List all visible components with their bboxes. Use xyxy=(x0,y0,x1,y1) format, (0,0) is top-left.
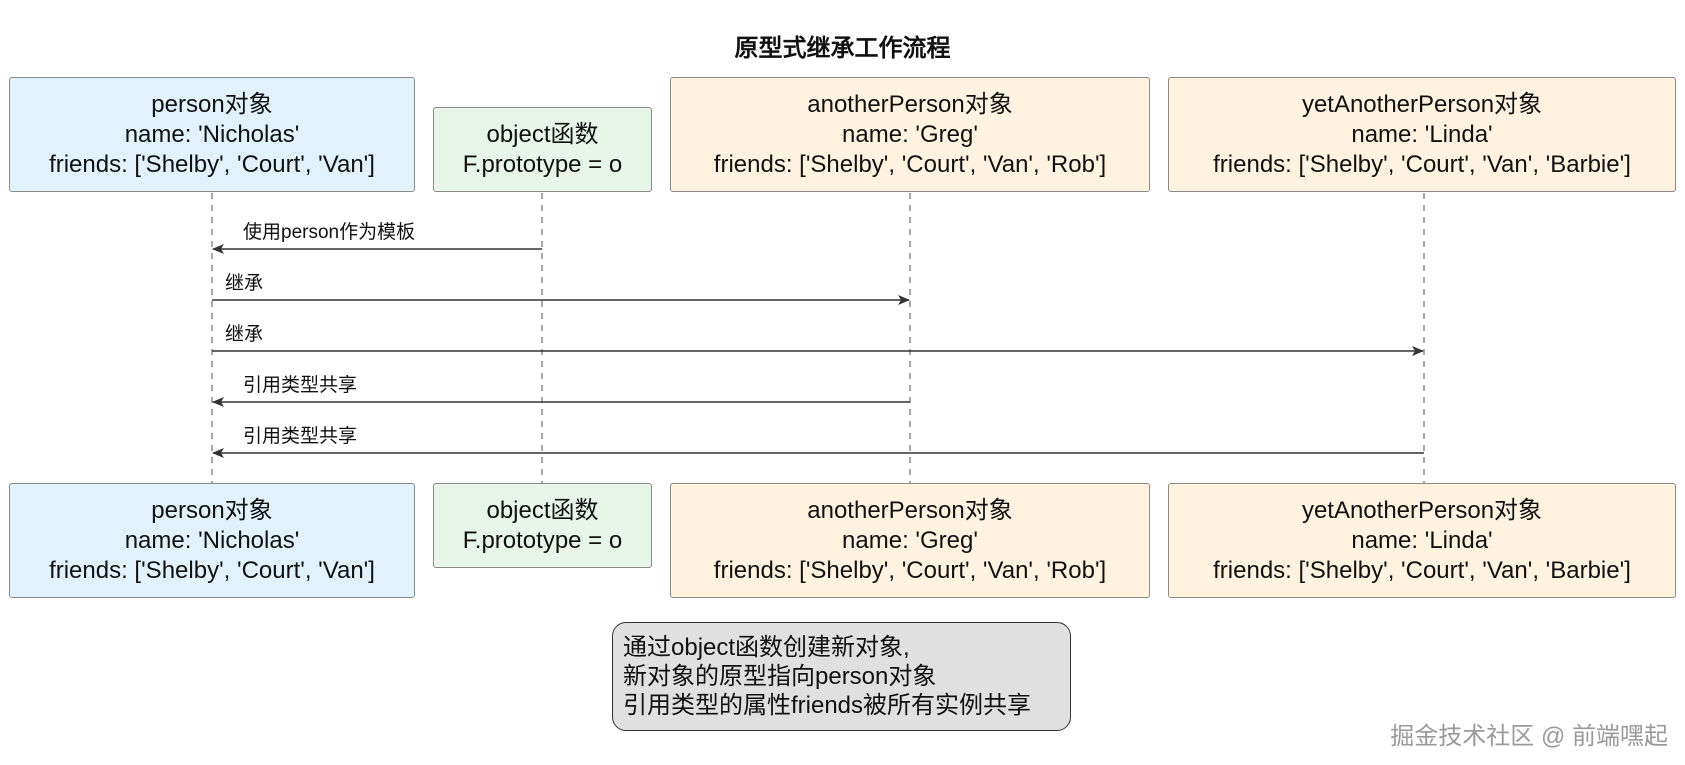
participant-person-bottom: person对象 name: 'Nicholas' friends: ['She… xyxy=(9,483,415,598)
participant-title: yetAnotherPerson对象 xyxy=(1301,496,1543,524)
participant-another-top: anotherPerson对象 name: 'Greg' friends: ['… xyxy=(670,77,1150,192)
diagram-title: 原型式继承工作流程 xyxy=(734,35,951,62)
note-box: 通过object函数创建新对象, 新对象的原型指向person对象 引用类型的属… xyxy=(612,622,1071,731)
participant-title: person对象 xyxy=(151,90,273,118)
message-label-2: 继承 xyxy=(225,273,264,294)
note-line: 通过object函数创建新对象, xyxy=(623,634,910,661)
message-label-1: 使用person作为模板 xyxy=(243,222,416,243)
message-label-5: 引用类型共享 xyxy=(243,426,358,447)
participant-line: name: 'Nicholas' xyxy=(124,120,300,148)
participant-line: friends: ['Shelby', 'Court', 'Van', 'Bar… xyxy=(1213,556,1631,584)
participant-title: object函数 xyxy=(486,120,599,148)
participant-person-top: person对象 name: 'Nicholas' friends: ['She… xyxy=(9,77,415,192)
participant-title: anotherPerson对象 xyxy=(807,496,1013,524)
participant-object-bottom: object函数 F.prototype = o xyxy=(433,483,652,568)
participant-yet-bottom: yetAnotherPerson对象 name: 'Linda' friends… xyxy=(1168,483,1676,598)
participant-title: anotherPerson对象 xyxy=(807,90,1013,118)
participant-line: name: 'Linda' xyxy=(1351,526,1493,554)
participant-line: name: 'Linda' xyxy=(1351,120,1493,148)
participant-line: F.prototype = o xyxy=(462,150,623,178)
participant-title: person对象 xyxy=(151,496,273,524)
participant-line: friends: ['Shelby', 'Court', 'Van', 'Bar… xyxy=(1213,150,1631,178)
participant-line: name: 'Greg' xyxy=(842,526,978,554)
participant-line: friends: ['Shelby', 'Court', 'Van', 'Rob… xyxy=(713,556,1107,584)
message-label-4: 引用类型共享 xyxy=(243,375,358,396)
participant-title: yetAnotherPerson对象 xyxy=(1301,90,1543,118)
participant-yet-top: yetAnotherPerson对象 name: 'Linda' friends… xyxy=(1168,77,1676,192)
watermark: 掘金技术社区 @ 前端嘿起 xyxy=(1390,723,1668,750)
participant-another-bottom: anotherPerson对象 name: 'Greg' friends: ['… xyxy=(670,483,1150,598)
participant-line: friends: ['Shelby', 'Court', 'Van'] xyxy=(49,556,375,584)
participant-line: name: 'Nicholas' xyxy=(124,526,300,554)
participant-line: friends: ['Shelby', 'Court', 'Van'] xyxy=(49,150,375,178)
participant-line: F.prototype = o xyxy=(462,526,623,554)
participant-line: friends: ['Shelby', 'Court', 'Van', 'Rob… xyxy=(713,150,1107,178)
participant-object-top: object函数 F.prototype = o xyxy=(433,107,652,192)
participant-title: object函数 xyxy=(486,496,599,524)
message-label-3: 继承 xyxy=(225,324,264,345)
note-line: 引用类型的属性friends被所有实例共享 xyxy=(623,692,1032,719)
note-line: 新对象的原型指向person对象 xyxy=(623,663,937,690)
participant-line: name: 'Greg' xyxy=(842,120,978,148)
